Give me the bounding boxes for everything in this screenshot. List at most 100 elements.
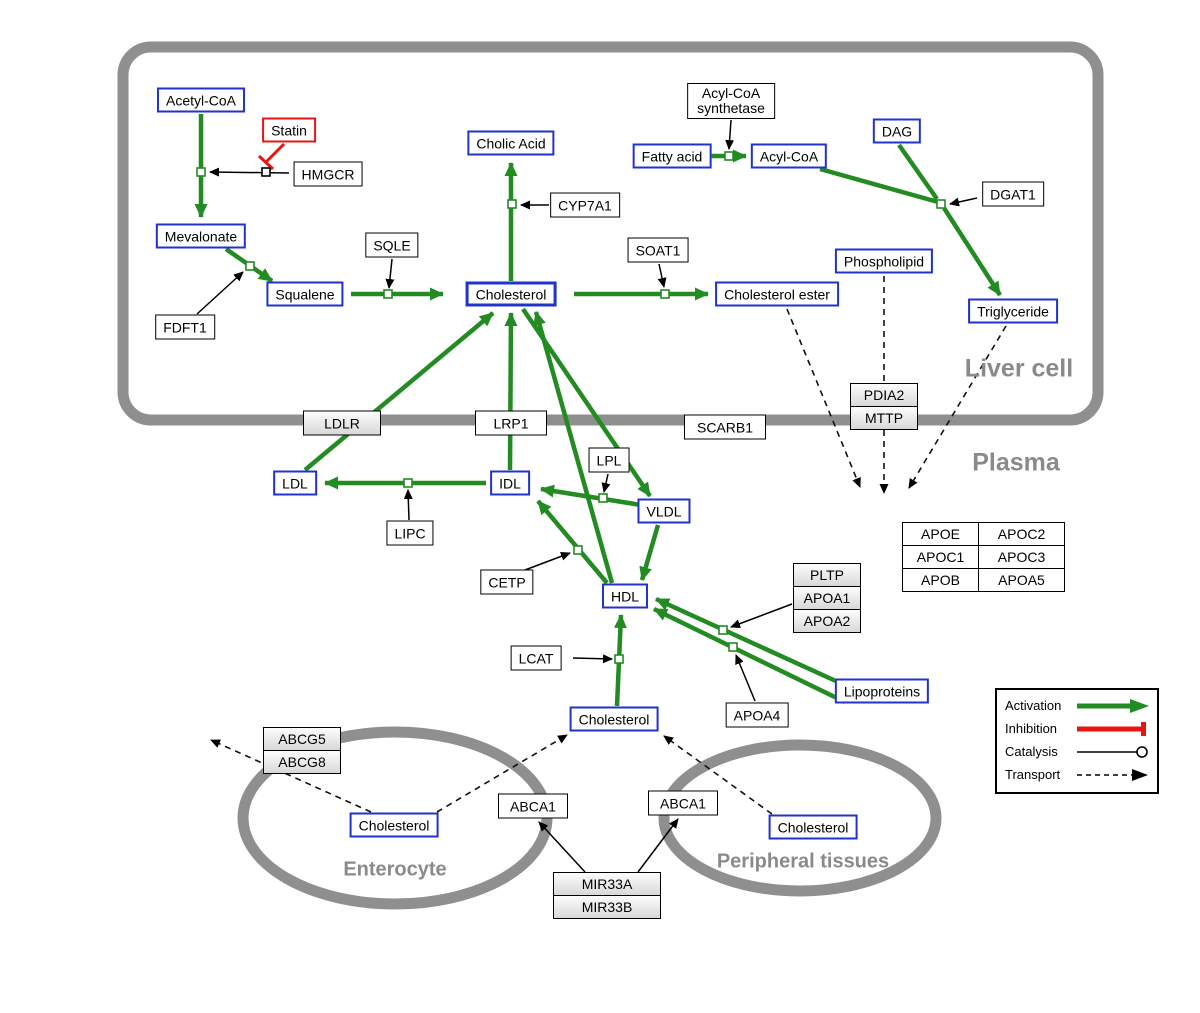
node-lcat[interactable]: LCAT bbox=[510, 645, 562, 671]
node-scarb1[interactable]: SCARB1 bbox=[684, 414, 766, 440]
anchor-dgat1-reaction bbox=[936, 199, 946, 209]
edge-lcat-catalysis bbox=[572, 654, 613, 664]
node-cholesterol-plasma[interactable]: Cholesterol bbox=[569, 706, 659, 732]
node-triglyceride[interactable]: Triglyceride bbox=[968, 298, 1058, 324]
legend-catalysis-label: Catalysis bbox=[1005, 744, 1058, 759]
node-idl[interactable]: IDL bbox=[490, 470, 530, 496]
node-apoc3[interactable]: APOC3 bbox=[978, 545, 1065, 569]
node-cholesterol-liver[interactable]: Cholesterol bbox=[465, 281, 557, 307]
node-hmgcr[interactable]: HMGCR bbox=[293, 161, 363, 187]
edge-cetp-catalysis bbox=[524, 551, 571, 571]
node-mttp[interactable]: MTTP bbox=[850, 406, 918, 430]
anchor-hmgcr-reaction bbox=[196, 167, 206, 177]
edge-lpl-catalysis bbox=[601, 473, 611, 493]
inhibition-tbar-icon bbox=[1077, 721, 1146, 736]
node-apoa2[interactable]: APOA2 bbox=[793, 609, 861, 633]
edge-fdft1-catalysis bbox=[196, 271, 244, 315]
node-ldlr[interactable]: LDLR bbox=[303, 410, 381, 436]
legend-row-transport: Transport bbox=[1005, 763, 1151, 786]
node-apoc1[interactable]: APOC1 bbox=[902, 545, 979, 569]
node-lipoproteins[interactable]: Lipoproteins bbox=[834, 678, 930, 704]
node-abcg5[interactable]: ABCG5 bbox=[263, 727, 341, 751]
node-apob[interactable]: APOB bbox=[902, 568, 979, 592]
node-abca1-peripheral[interactable]: ABCA1 bbox=[648, 790, 718, 816]
abcg5-abcg8-group: ABCG5 ABCG8 bbox=[263, 727, 341, 774]
node-cholesterol-enterocyte[interactable]: Cholesterol bbox=[349, 812, 439, 838]
statin-inhibition-tbar bbox=[257, 154, 275, 171]
node-sqle[interactable]: SQLE bbox=[365, 232, 419, 258]
node-apoe[interactable]: APOE bbox=[902, 522, 979, 546]
edge-triglyceride-plasma bbox=[908, 325, 1007, 489]
edge-statin-inhibition bbox=[264, 142, 286, 164]
node-mevalonate[interactable]: Mevalonate bbox=[155, 223, 247, 249]
pdia2-mttp-group: PDIA2 MTTP bbox=[850, 383, 918, 430]
node-mir33a[interactable]: MIR33A bbox=[553, 872, 661, 896]
pltp-apoa-group: PLTP APOA1 APOA2 bbox=[793, 563, 861, 633]
node-apoc2[interactable]: APOC2 bbox=[978, 522, 1065, 546]
node-squalene[interactable]: Squalene bbox=[266, 281, 344, 307]
anchor-acs-reaction bbox=[724, 151, 734, 161]
legend-row-inhibition: Inhibition bbox=[1005, 717, 1151, 740]
edge-sqle-catalysis bbox=[385, 258, 395, 289]
edge-cholesterol-enterocyte-export bbox=[210, 739, 372, 813]
anchor-fdft1-reaction bbox=[245, 261, 255, 271]
edge-dgat1-catalysis bbox=[949, 197, 978, 207]
node-cholesterol-ester[interactable]: Cholesterol ester bbox=[715, 281, 839, 307]
activation-edges bbox=[194, 114, 1002, 707]
node-cetp[interactable]: CETP bbox=[480, 569, 534, 595]
node-pltp[interactable]: PLTP bbox=[793, 563, 861, 587]
edge-acylcoa-junction bbox=[819, 166, 939, 205]
edge-peripheral-cholesterol-plasma bbox=[663, 735, 773, 815]
node-hdl[interactable]: HDL bbox=[601, 583, 649, 609]
anchor-cyp7a1-reaction bbox=[507, 199, 517, 209]
legend-inhibition-label: Inhibition bbox=[1005, 721, 1058, 736]
transport-dashed-arrow-icon bbox=[1077, 768, 1148, 781]
edge-ldl-cholesterol bbox=[303, 311, 495, 472]
node-acetyl-coa[interactable]: Acetyl-CoA bbox=[156, 87, 246, 113]
node-apoa1[interactable]: APOA1 bbox=[793, 586, 861, 610]
anchor-lpl-reaction bbox=[598, 493, 608, 503]
node-apoa4[interactable]: APOA4 bbox=[725, 702, 789, 728]
edge-apoa4-catalysis bbox=[735, 654, 756, 702]
node-apoa5[interactable]: APOA5 bbox=[978, 568, 1065, 592]
node-lpl[interactable]: LPL bbox=[588, 447, 630, 473]
liver-cell-outline bbox=[117, 41, 1104, 426]
edge-acylcoa-synthetase-catalysis bbox=[725, 119, 735, 150]
node-statin[interactable]: Statin bbox=[262, 117, 316, 143]
node-abca1-enterocyte[interactable]: ABCA1 bbox=[498, 793, 568, 819]
edge-hdl-idl bbox=[536, 499, 609, 585]
node-cyp7a1[interactable]: CYP7A1 bbox=[550, 192, 620, 218]
anchor-lcat-reaction bbox=[614, 654, 624, 664]
legend-row-activation: Activation bbox=[1005, 694, 1151, 717]
node-soat1[interactable]: SOAT1 bbox=[627, 237, 689, 263]
node-phospholipid[interactable]: Phospholipid bbox=[834, 248, 934, 274]
node-fdft1[interactable]: FDFT1 bbox=[155, 314, 215, 340]
node-fatty-acid[interactable]: Fatty acid bbox=[632, 143, 712, 169]
apolipoprotein-table: APOE APOC2 APOC1 APOC3 APOB APOA5 bbox=[902, 522, 1065, 592]
node-pdia2[interactable]: PDIA2 bbox=[850, 383, 918, 407]
node-ldl[interactable]: LDL bbox=[273, 470, 317, 496]
enterocyte-label: Enterocyte bbox=[343, 858, 447, 881]
node-mir33b[interactable]: MIR33B bbox=[553, 895, 661, 919]
node-dag[interactable]: DAG bbox=[872, 118, 922, 144]
reaction-anchors bbox=[196, 151, 946, 664]
node-cholic-acid[interactable]: Cholic Acid bbox=[467, 130, 555, 156]
edge-junction-triglyceride bbox=[942, 206, 1002, 297]
edge-vldl-hdl bbox=[639, 524, 661, 581]
node-lrp1[interactable]: LRP1 bbox=[475, 410, 547, 436]
node-acyl-coa-synthetase[interactable]: Acyl-CoA synthetase bbox=[687, 83, 775, 119]
node-abcg8[interactable]: ABCG8 bbox=[263, 750, 341, 774]
edge-hmgcr-catalysis bbox=[209, 167, 290, 177]
peripheral-tissues-outline bbox=[658, 739, 942, 897]
node-dgat1[interactable]: DGAT1 bbox=[982, 181, 1044, 207]
edge-enterocyte-cholesterol-plasma bbox=[436, 734, 568, 813]
edge-soat1-catalysis bbox=[657, 263, 667, 288]
catalysis-circle-icon bbox=[1077, 745, 1148, 758]
node-lipc[interactable]: LIPC bbox=[386, 520, 434, 546]
node-acyl-coa[interactable]: Acyl-CoA bbox=[750, 143, 828, 169]
node-cholesterol-peripheral[interactable]: Cholesterol bbox=[768, 814, 858, 840]
edge-lipc-catalysis bbox=[403, 489, 413, 521]
node-vldl[interactable]: VLDL bbox=[637, 498, 691, 524]
